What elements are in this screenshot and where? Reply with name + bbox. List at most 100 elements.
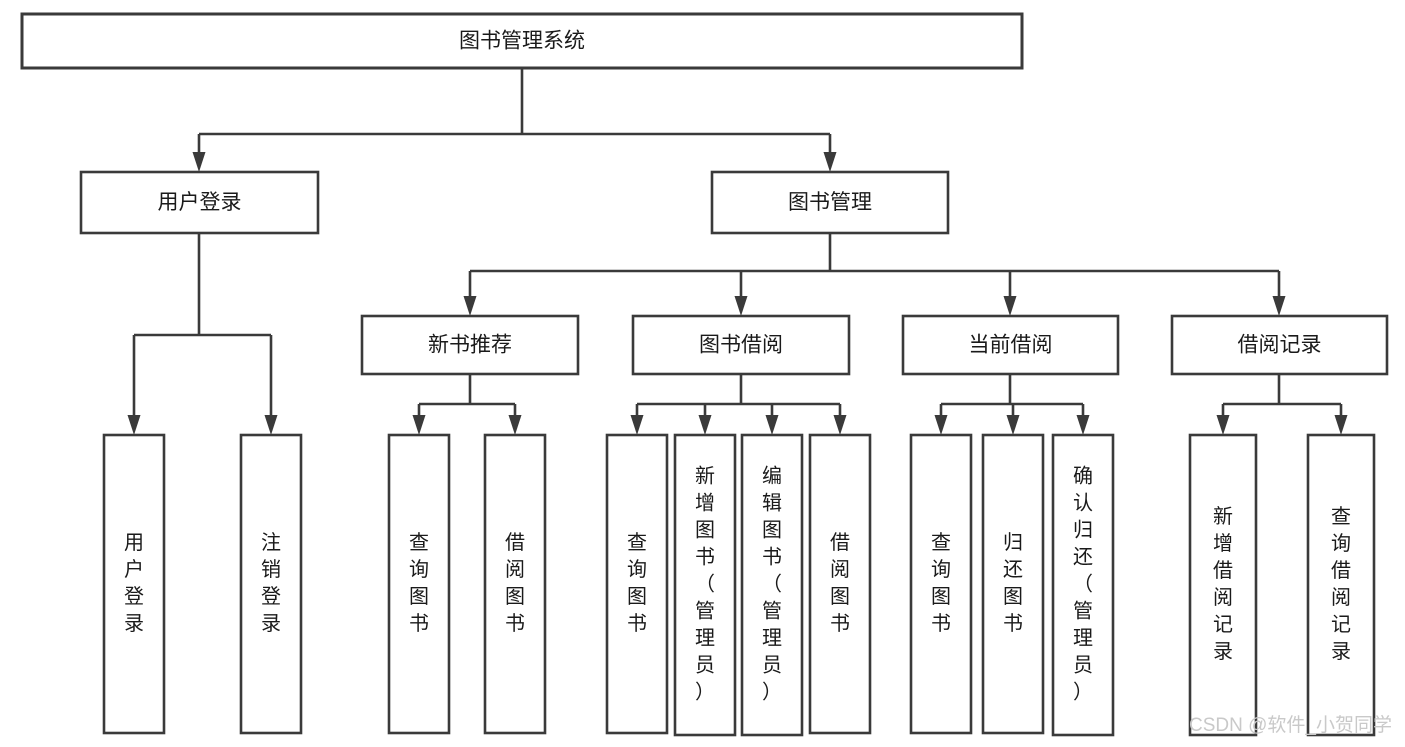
node-label-leaf-borrow-book-1: 书	[505, 612, 525, 635]
connector-book-borrow-to-leaves	[630, 374, 847, 435]
node-new-book-recommend[interactable]: 新书推荐	[360, 314, 580, 376]
node-label-leaf-borrow-book-2: 图	[830, 586, 850, 608]
node-label-leaf-edit-book: 图	[762, 519, 782, 541]
node-label-leaf-confirm-return: 认	[1073, 491, 1093, 514]
node-label-leaf-confirm-return: 理	[1073, 627, 1093, 649]
node-label-leaf-edit-book: 管	[762, 599, 782, 622]
node-label-book-borrow: 图书借阅	[699, 334, 783, 357]
node-label-leaf-edit-book: 编	[762, 464, 782, 487]
node-box-leaf-add-book	[673, 433, 737, 737]
node-layer: 图书管理系统用户登录图书管理新书推荐图书借阅当前借阅借阅记录用户登录注销登录查询…	[20, 12, 1389, 737]
node-label-leaf-query-book-2: 查	[627, 531, 647, 554]
node-label-root: 图书管理系统	[459, 30, 585, 53]
node-label-leaf-query-book-1: 询	[409, 558, 429, 581]
node-label-leaf-confirm-return: 归	[1073, 518, 1093, 541]
node-box-leaf-query-book-3	[909, 433, 973, 735]
node-label-leaf-query-borrow-record: 借	[1331, 559, 1351, 582]
node-label-leaf-add-book: 理	[695, 627, 715, 649]
node-box-leaf-edit-book	[740, 433, 804, 737]
node-box-leaf-query-book-1	[387, 433, 451, 735]
node-box-leaf-return-book	[981, 433, 1045, 735]
node-label-leaf-user-login: 用	[124, 532, 144, 554]
node-label-leaf-borrow-book-2: 借	[830, 531, 850, 554]
node-label-leaf-query-book-3: 询	[931, 558, 951, 581]
node-label-leaf-query-borrow-record: 记	[1331, 613, 1351, 636]
node-label-leaf-query-book-1: 查	[409, 531, 429, 554]
node-book-borrow[interactable]: 图书借阅	[631, 314, 851, 376]
node-box-new-book-recommend	[360, 314, 580, 376]
csdn-watermark: CSDN @软件_小贺同学	[1189, 714, 1392, 736]
node-label-book-manage: 图书管理	[788, 191, 872, 214]
node-label-user-login: 用户登录	[158, 191, 242, 214]
node-box-leaf-borrow-book-1	[483, 433, 547, 735]
node-label-leaf-confirm-return: ）	[1073, 680, 1093, 703]
node-root[interactable]: 图书管理系统	[20, 12, 1024, 70]
node-borrow-record[interactable]: 借阅记录	[1170, 314, 1389, 376]
node-label-leaf-user-login: 录	[124, 613, 144, 635]
node-label-leaf-add-book: 书	[695, 545, 715, 568]
node-box-leaf-query-borrow-record	[1306, 433, 1376, 737]
node-label-leaf-confirm-return: 员	[1073, 654, 1093, 676]
node-label-leaf-query-book-2: 图	[627, 586, 647, 608]
node-label-leaf-add-borrow-record: 增	[1213, 532, 1233, 555]
node-current-borrow[interactable]: 当前借阅	[901, 314, 1120, 376]
node-label-leaf-borrow-book-1: 阅	[505, 558, 525, 581]
node-label-leaf-add-book: 新	[695, 464, 715, 487]
node-label-leaf-query-book-3: 书	[931, 612, 951, 635]
node-label-new-book-recommend: 新书推荐	[428, 334, 512, 357]
node-label-leaf-edit-book: 理	[762, 627, 782, 649]
node-leaf-user-login[interactable]: 用户登录	[102, 433, 166, 735]
node-label-leaf-add-borrow-record: 借	[1213, 559, 1233, 582]
node-label-leaf-borrow-book-1: 图	[505, 586, 525, 608]
node-label-leaf-add-borrow-record: 新	[1213, 505, 1233, 528]
node-book-manage[interactable]: 图书管理	[710, 170, 950, 235]
node-label-leaf-return-book: 还	[1003, 558, 1023, 581]
connector-root-to-level2	[192, 68, 837, 172]
node-user-login[interactable]: 用户登录	[79, 170, 320, 235]
node-label-leaf-confirm-return: 确	[1073, 464, 1093, 487]
node-label-leaf-add-book: 管	[695, 599, 715, 622]
node-label-leaf-add-book: 图	[695, 519, 715, 541]
node-label-current-borrow: 当前借阅	[969, 334, 1053, 357]
node-box-book-manage	[710, 170, 950, 235]
node-box-leaf-add-borrow-record	[1188, 433, 1258, 737]
node-label-leaf-edit-book: 辑	[762, 491, 782, 514]
node-box-book-borrow	[631, 314, 851, 376]
node-label-leaf-query-borrow-record: 查	[1331, 505, 1351, 528]
node-label-leaf-return-book: 归	[1003, 531, 1023, 554]
node-label-leaf-edit-book: ）	[762, 680, 782, 703]
node-box-leaf-query-book-2	[605, 433, 669, 735]
node-label-leaf-query-book-3: 查	[931, 531, 951, 554]
node-label-leaf-query-book-1: 书	[409, 612, 429, 635]
node-label-leaf-query-book-3: 图	[931, 586, 951, 608]
node-label-leaf-add-book: 增	[695, 491, 715, 514]
node-label-leaf-query-borrow-record: 录	[1331, 641, 1351, 663]
node-label-leaf-logout: 登	[261, 585, 281, 608]
node-label-leaf-add-book: 员	[695, 654, 715, 676]
node-label-leaf-add-book: ）	[695, 680, 715, 703]
node-label-leaf-edit-book: 员	[762, 654, 782, 676]
connector-book-manage-to-level3	[463, 233, 1286, 316]
connector-new-book-recommend-to-leaves	[412, 374, 522, 435]
node-box-borrow-record	[1170, 314, 1389, 376]
node-label-leaf-edit-book: （	[762, 572, 782, 595]
node-label-leaf-confirm-return: 管	[1073, 599, 1093, 622]
node-label-leaf-borrow-book-2: 书	[830, 612, 850, 635]
node-label-borrow-record: 借阅记录	[1238, 334, 1322, 357]
node-label-leaf-return-book: 图	[1003, 586, 1023, 608]
connector-current-borrow-to-leaves	[934, 374, 1090, 435]
